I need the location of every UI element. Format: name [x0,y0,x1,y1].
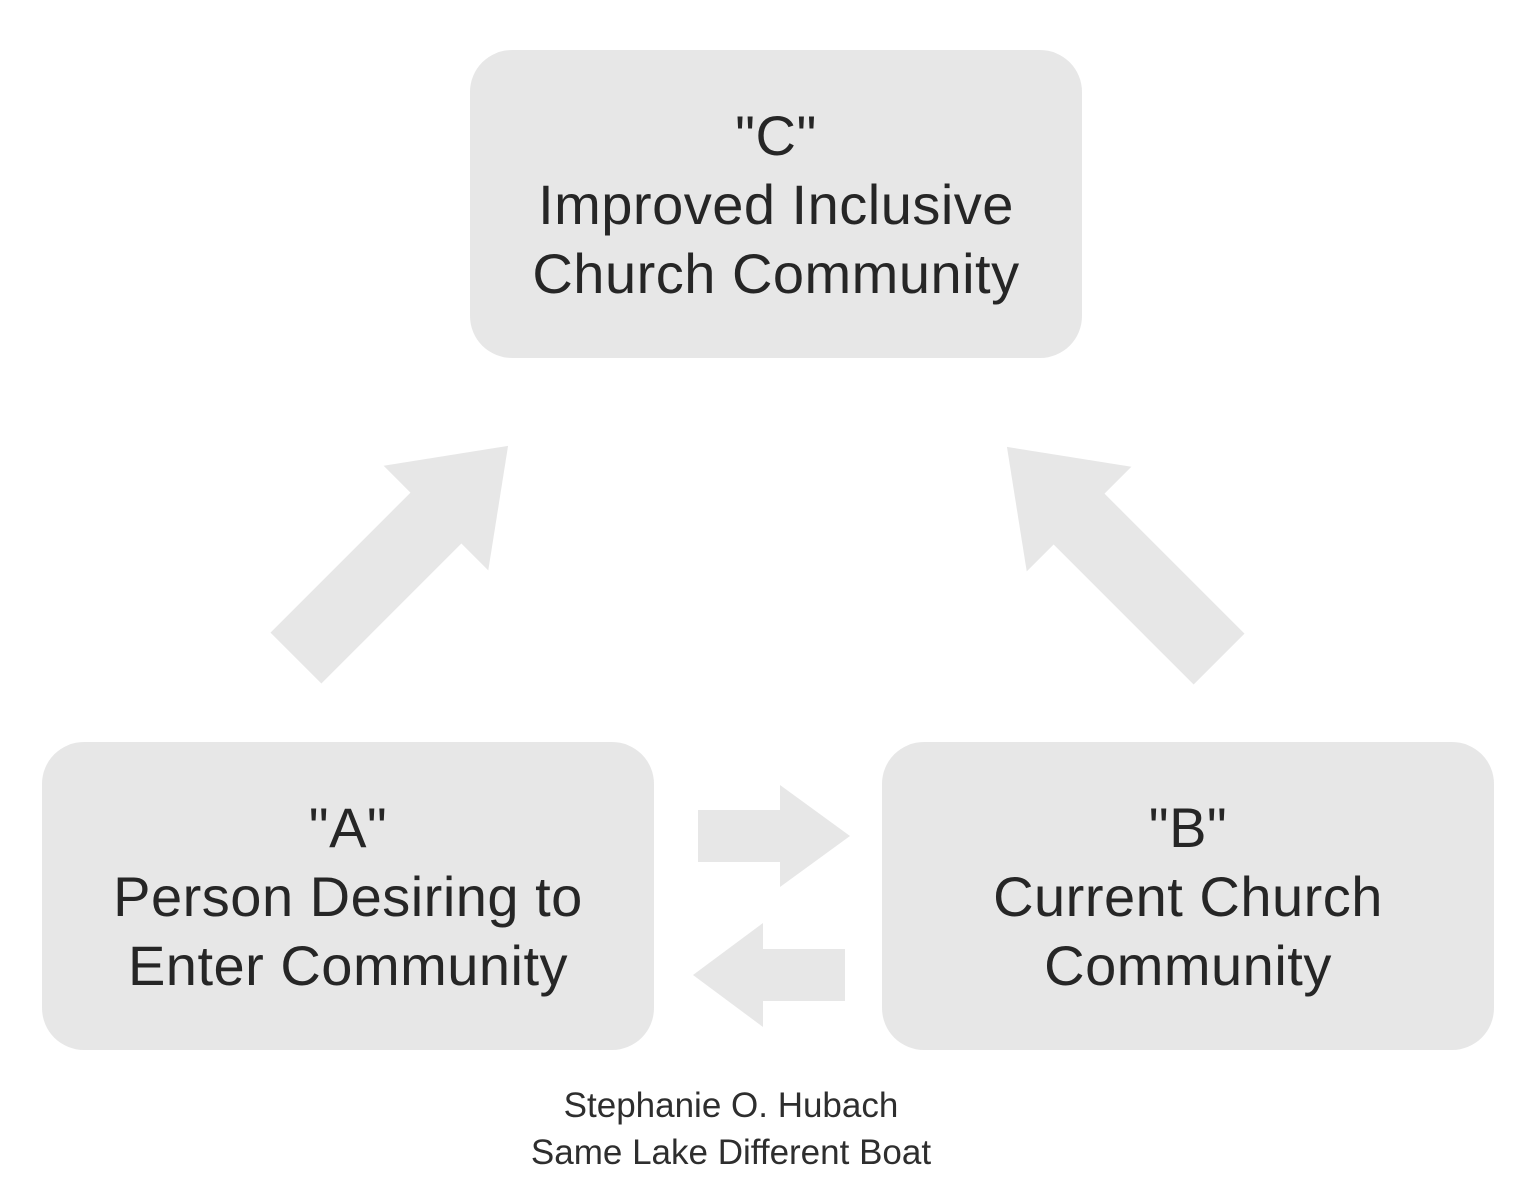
node-b-letter: "B" [1148,795,1228,859]
node-a-box: "A" Person Desiring to Enter Community [42,742,654,1050]
node-a-line-2: Person Desiring to [113,864,583,928]
node-b-box: "B" Current Church Community [882,742,1494,1050]
node-a-line-3: Enter Community [127,933,569,997]
node-b-line-2: Current Church [993,864,1383,928]
arrow-b-to-a [693,923,845,1027]
node-b-line-3: Community [1044,933,1332,997]
node-c-box: "C" Improved Inclusive Church Community [470,50,1082,358]
attribution-author: Stephanie O. Hubach [563,1086,899,1125]
node-a-letter: "A" [308,795,388,859]
arrow-b-to-c [1006,446,1245,685]
attribution-work: Same Lake Different Boat [530,1133,932,1172]
arrow-a-to-c [270,445,509,684]
arrow-a-to-b [698,785,850,887]
attribution: Stephanie O. Hubach Same Lake Different … [0,1082,1462,1176]
node-c-line-3: Church Community [532,241,1020,305]
node-c-letter: "C" [735,103,817,167]
node-c-line-2: Improved Inclusive [538,172,1014,236]
